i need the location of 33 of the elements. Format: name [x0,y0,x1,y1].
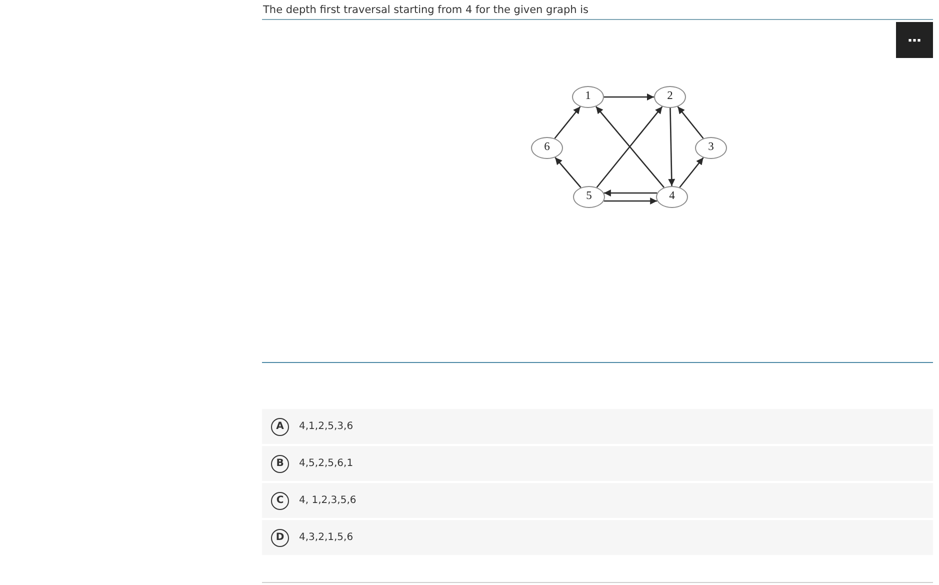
vertex-label: 3 [708,142,714,154]
arrow [677,106,704,139]
arrow [679,157,704,188]
option-letter: C [271,492,289,510]
option-text: 4,5,2,5,6,1 [299,458,354,470]
graph-vertex [654,86,686,108]
graph-vertex [573,186,605,208]
option-text: 4, 1,2,3,5,6 [299,494,356,506]
answer-option [262,409,933,444]
answer-option [262,520,933,555]
arrow [554,157,582,188]
graph-vertex [572,86,604,108]
option-letter: B [271,454,289,472]
option-letter: A [271,418,289,436]
question-text: The depth first traversal starting from 4 for the given graph is [263,4,589,16]
vertex-label: 6 [544,142,550,154]
graph-vertex [656,186,688,208]
option-letter: D [271,528,289,546]
vertex-label: 5 [586,191,592,203]
arrow [554,106,581,139]
arrow [604,94,654,100]
arrow [604,190,658,196]
option-text: 4,1,2,5,3,6 [299,420,354,432]
vertex-label: 1 [585,91,591,103]
graph-vertex [531,137,563,159]
answer-option [262,483,933,518]
graph-vertex [695,137,727,159]
answer-option [262,446,933,481]
option-text: 4,3,2,1,5,6 [299,532,354,544]
vertex-label: 4 [669,191,675,203]
vertex-label: 2 [667,91,673,103]
arrow [604,198,658,204]
arrow [668,108,676,186]
